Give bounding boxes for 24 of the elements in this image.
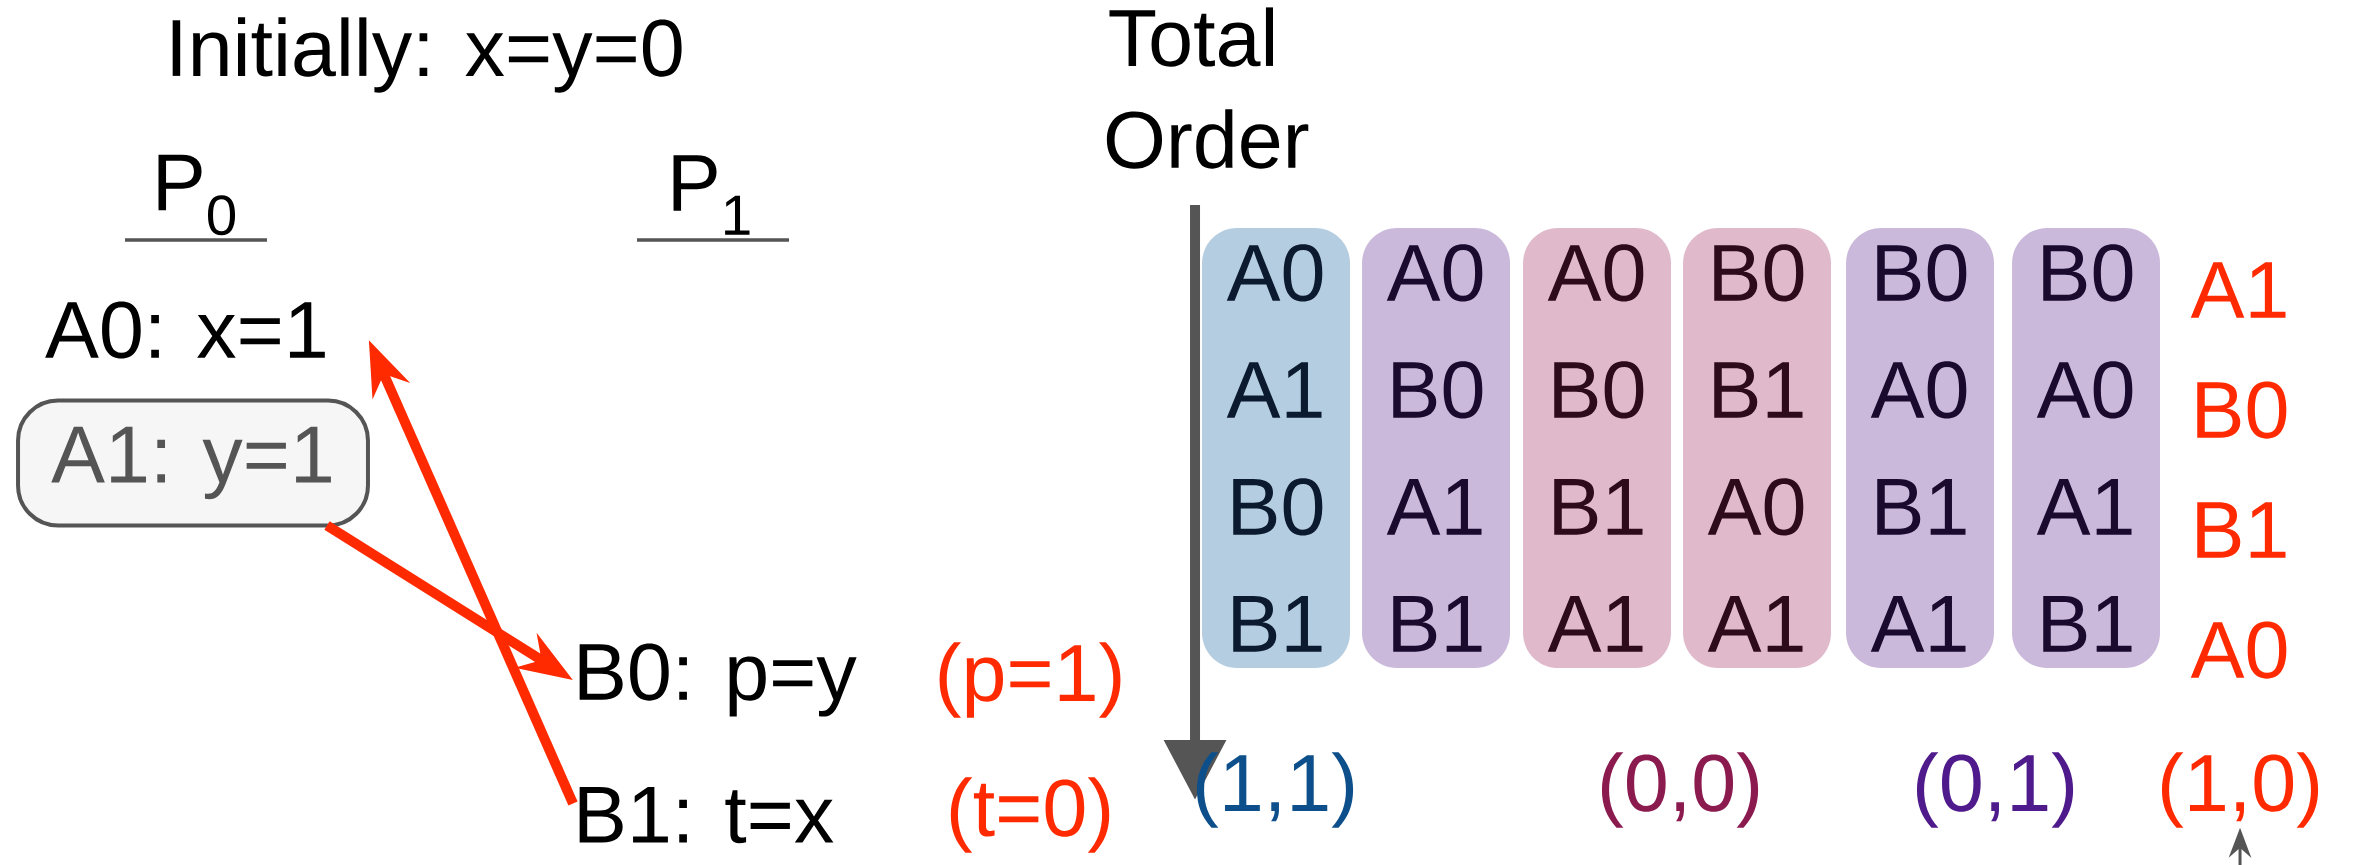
order-column: B0 A0 B1 A1 xyxy=(1846,228,1994,668)
order-column: B0 B1 A0 A1 xyxy=(1683,228,1831,668)
outcome-tuple: (1,1) xyxy=(1196,752,1354,828)
process-label: P$_{1}$ xyxy=(673,155,750,235)
outcome-tuple: (0,0) xyxy=(1601,752,1759,828)
outcome-tuple: (0,1) xyxy=(1916,752,2074,828)
order-entry: B1 xyxy=(2197,502,2286,558)
statement-text: B1: t=x xyxy=(579,786,834,844)
order-entry: B0 xyxy=(2197,381,2287,439)
heading: Initially: x=y=0 xyxy=(172,17,682,93)
result-text: (t=0) xyxy=(950,777,1110,853)
result-text: (p=1) xyxy=(939,642,1121,718)
order-column: A0 B0 A1 B1 xyxy=(1362,228,1510,668)
order-column: A0 B0 B1 A1 xyxy=(1523,228,1671,668)
outcome-tuple: (1,0) xyxy=(2161,752,2319,828)
order-column: B0 A0 A1 B1 xyxy=(2012,228,2160,668)
process-label: P$_{0}$ xyxy=(158,154,236,236)
statement-text: B0: p=y xyxy=(579,643,857,717)
order-column: A0 A1 B0 B1 xyxy=(1202,228,1350,668)
order-entry: A1 xyxy=(2190,262,2286,318)
statement-box: A1: y=1 xyxy=(16,398,370,528)
axis-label: Total Order xyxy=(1106,7,1309,169)
order-entry: A0 xyxy=(2190,621,2287,679)
statement-text: A0: x=1 xyxy=(45,301,325,359)
